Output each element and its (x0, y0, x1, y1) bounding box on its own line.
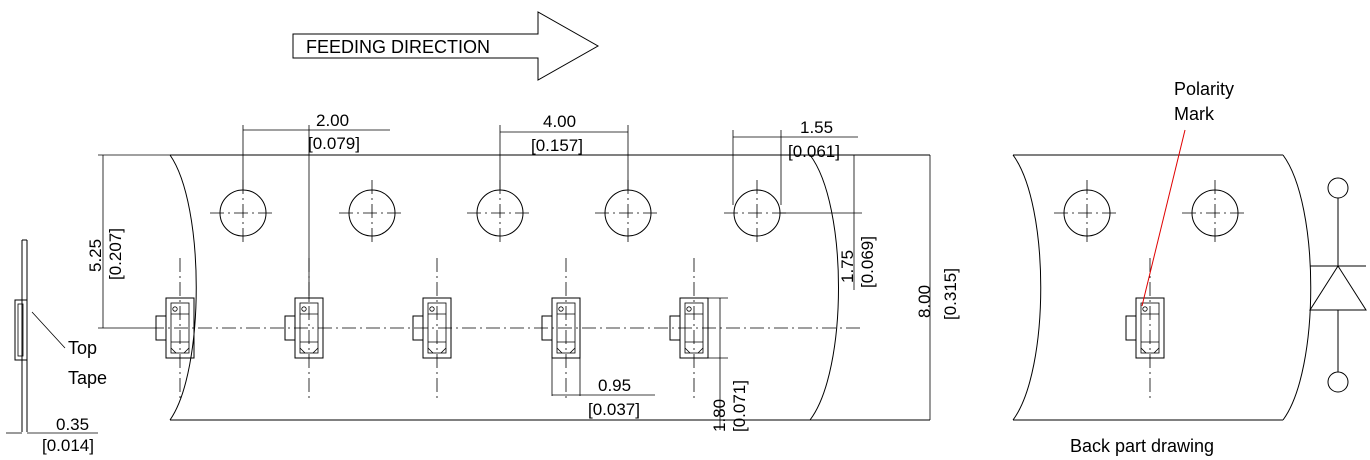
cavity (412, 258, 452, 400)
feeding-direction-label: FEEDING DIRECTION (306, 37, 490, 57)
polarity-label-line2: Mark (1174, 104, 1215, 124)
dim-hole-to-cavity: 2.00 [0.079] (242, 111, 390, 300)
diode-symbol (1309, 177, 1367, 393)
svg-text:5.25: 5.25 (86, 239, 105, 272)
back-part-drawing-caption: Back part drawing (1070, 436, 1214, 456)
dim-hole-diameter: 1.55 [0.061] (732, 118, 858, 205)
back-part-drawing: Polarity Mark Back part drawing (1012, 79, 1312, 456)
svg-text:4.00: 4.00 (543, 112, 576, 131)
svg-text:[0.037]: [0.037] (588, 400, 640, 419)
svg-text:[0.014]: [0.014] (42, 436, 94, 455)
dim-tape-width: 8.00 [0.315] (915, 155, 960, 420)
polarity-label-line1: Polarity (1174, 79, 1234, 99)
dim-hole-to-cavity-center: 5.25 [0.207] (86, 154, 175, 329)
sprocket-hole (339, 180, 405, 246)
cavity (669, 258, 709, 400)
feeding-direction-arrow: FEEDING DIRECTION (292, 11, 600, 81)
cavity (284, 258, 324, 400)
svg-text:2.00: 2.00 (316, 111, 349, 130)
sprocket-holes (210, 180, 790, 246)
dim-sprocket-pitch: 4.00 [0.157] (499, 112, 629, 190)
dim-cavity-length: 1.80 [0.071] (706, 297, 749, 432)
svg-text:1.55: 1.55 (800, 118, 833, 137)
sprocket-hole (1182, 180, 1248, 246)
svg-text:[0.061]: [0.061] (788, 142, 840, 161)
cavity (1125, 258, 1165, 400)
tape-side-view: Top Tape 0.35 [0.014] (6, 239, 107, 455)
cavity (541, 258, 581, 400)
svg-text:0.35: 0.35 (56, 415, 89, 434)
svg-text:0.95: 0.95 (598, 376, 631, 395)
svg-text:[0.079]: [0.079] (308, 134, 360, 153)
svg-text:1.75: 1.75 (838, 250, 857, 283)
sprocket-hole (1054, 180, 1120, 246)
top-tape-label-line1: Top (68, 338, 97, 358)
dim-hole-row-offset: 1.75 [0.069] (780, 155, 877, 290)
svg-text:[0.071]: [0.071] (730, 380, 749, 432)
dim-cavity-width: 0.95 [0.037] (551, 358, 655, 419)
polarity-leader-line (1141, 129, 1186, 307)
svg-text:[0.315]: [0.315] (941, 268, 960, 320)
carrier-tape (150, 154, 930, 421)
svg-text:[0.157]: [0.157] (531, 136, 583, 155)
cavity (155, 258, 195, 400)
svg-text:[0.069]: [0.069] (858, 236, 877, 288)
svg-text:1.80: 1.80 (710, 399, 729, 432)
svg-text:[0.207]: [0.207] (106, 228, 125, 280)
top-tape-label-line2: Tape (68, 368, 107, 388)
svg-text:8.00: 8.00 (915, 285, 934, 318)
